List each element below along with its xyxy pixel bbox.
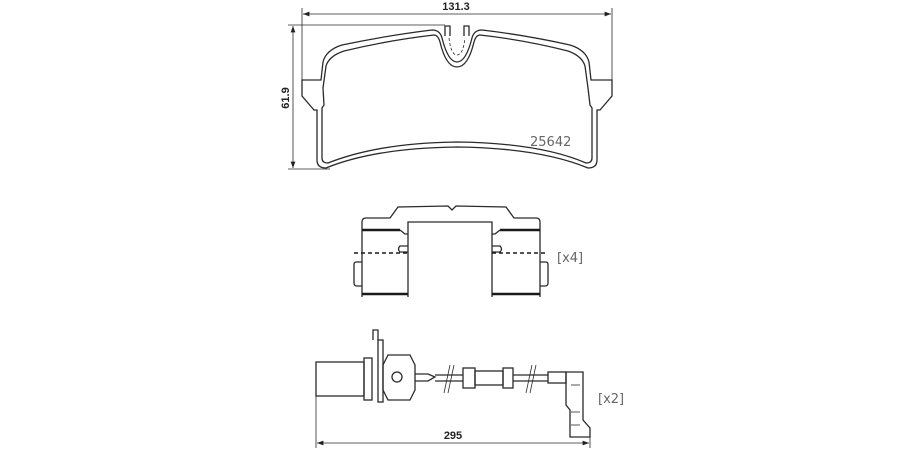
wear-sensor: [x2]	[315, 329, 624, 438]
retaining-clip: [x4]	[353, 205, 583, 297]
part-number: 25642	[530, 135, 571, 150]
sensor-length-dimension: 295	[315, 396, 591, 448]
clip-quantity: [x4]	[557, 251, 583, 266]
pad-width-dimension: 131.3	[301, 1, 613, 80]
sensor-length-label: 295	[444, 430, 462, 442]
brake-pad: 25642	[301, 25, 613, 169]
sensor-quantity: [x2]	[598, 392, 624, 407]
pad-height-dimension: 61.9	[280, 24, 445, 170]
pad-width-label: 131.3	[442, 1, 470, 13]
pad-height-label: 61.9	[280, 87, 292, 108]
